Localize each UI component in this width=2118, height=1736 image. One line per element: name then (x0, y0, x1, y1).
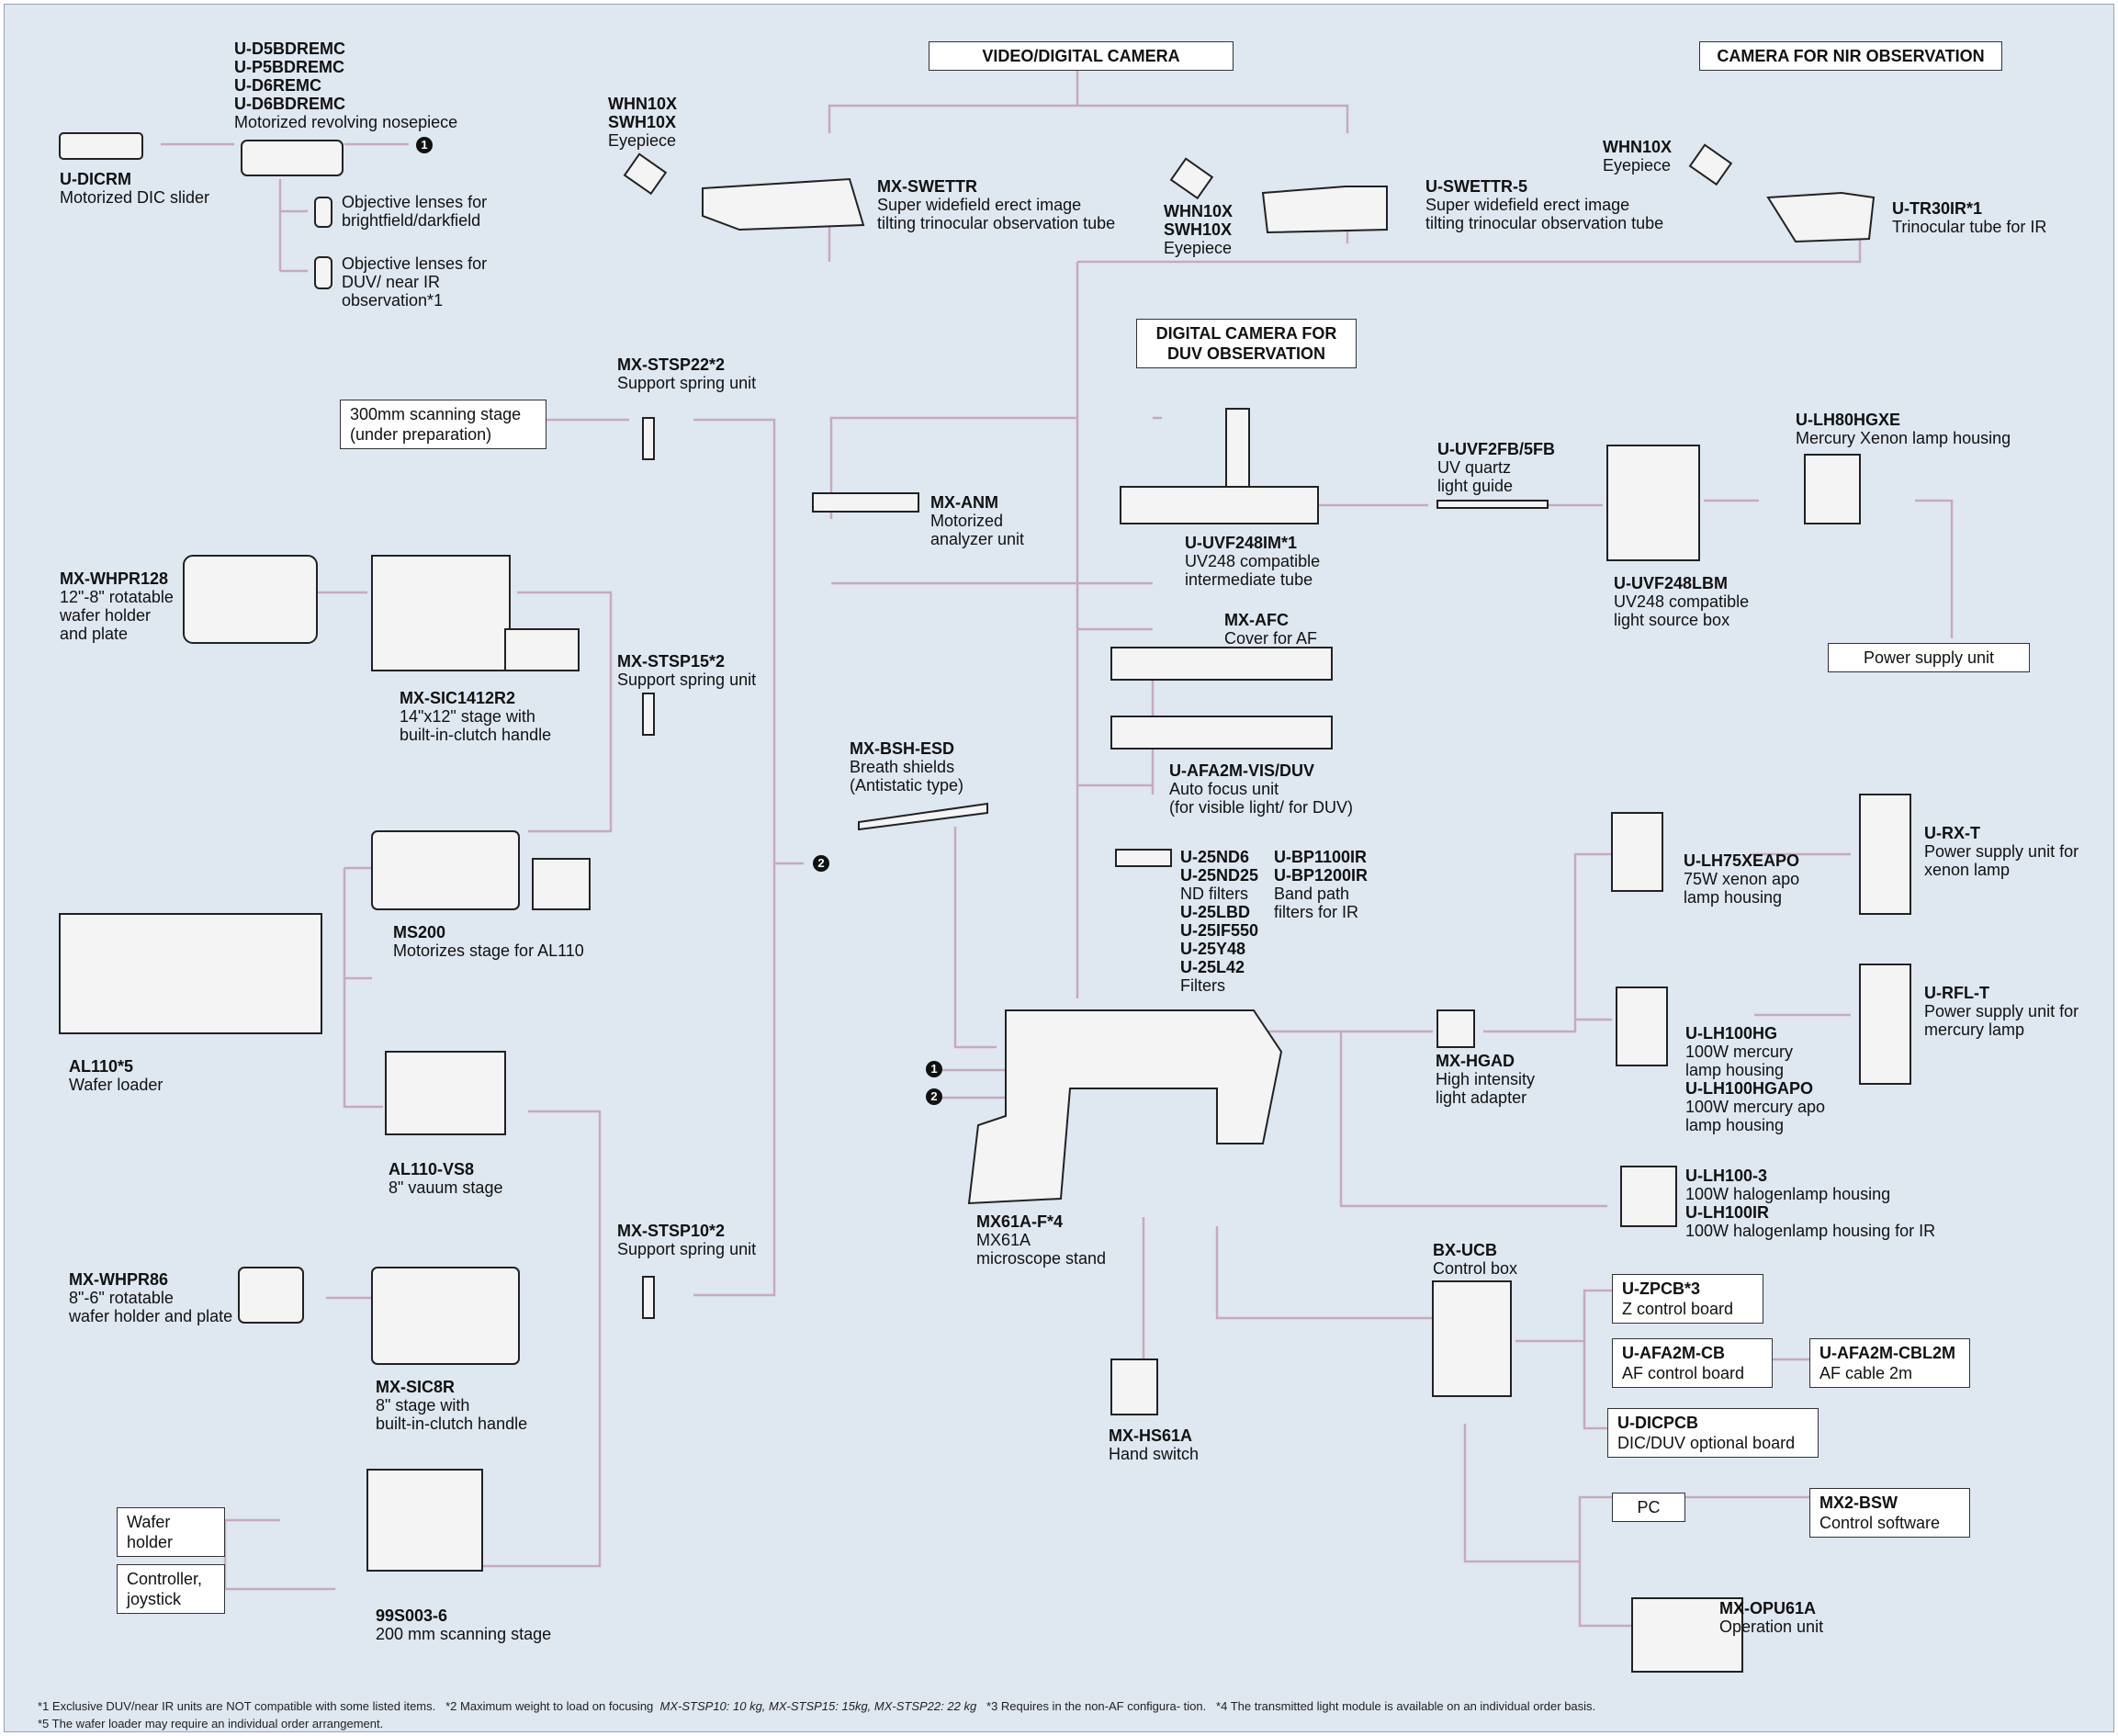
nir-camera-heading: CAMERA FOR NIR OBSERVATION (1699, 41, 2002, 71)
wafer-holder-box: Wafer holder (117, 1507, 225, 1557)
controller-box: Controller, joystick (117, 1564, 225, 1614)
system-diagram: VIDEO/DIGITAL CAMERA CAMERA FOR NIR OBSE… (4, 4, 2114, 1732)
obj-duv-label: Objective lenses for DUV/ near IR observ… (342, 254, 488, 310)
connector-lines (59, 71, 1954, 1673)
pc-box: PC (1612, 1493, 1685, 1522)
footnote-line-2: *5 The wafer loader may require an indiv… (38, 1717, 384, 1730)
obj-bf-label: Objective lenses for brightfield/darkfie… (342, 193, 488, 230)
marker-2-stage: 2 (813, 855, 829, 872)
duv-camera-heading: DIGITAL CAMERA FOR DUV OBSERVATION (1136, 319, 1357, 368)
marker-2-stand: 2 (926, 1088, 942, 1105)
power-supply-box: Power supply unit (1828, 643, 2030, 672)
footnote-line-1: *1 Exclusive DUV/near IR units are NOT c… (38, 1699, 1596, 1713)
marker-1-nosepiece: 1 (416, 137, 433, 153)
marker-1-stand: 1 (926, 1061, 942, 1077)
scan300-box: 300mm scanning stage (under preparation) (340, 400, 546, 449)
nosepiece-label: U-D5BDREMC U-P5BDREMC U-D6REMC U-D6BDREM… (234, 39, 458, 131)
video-camera-heading: VIDEO/DIGITAL CAMERA (929, 41, 1234, 71)
